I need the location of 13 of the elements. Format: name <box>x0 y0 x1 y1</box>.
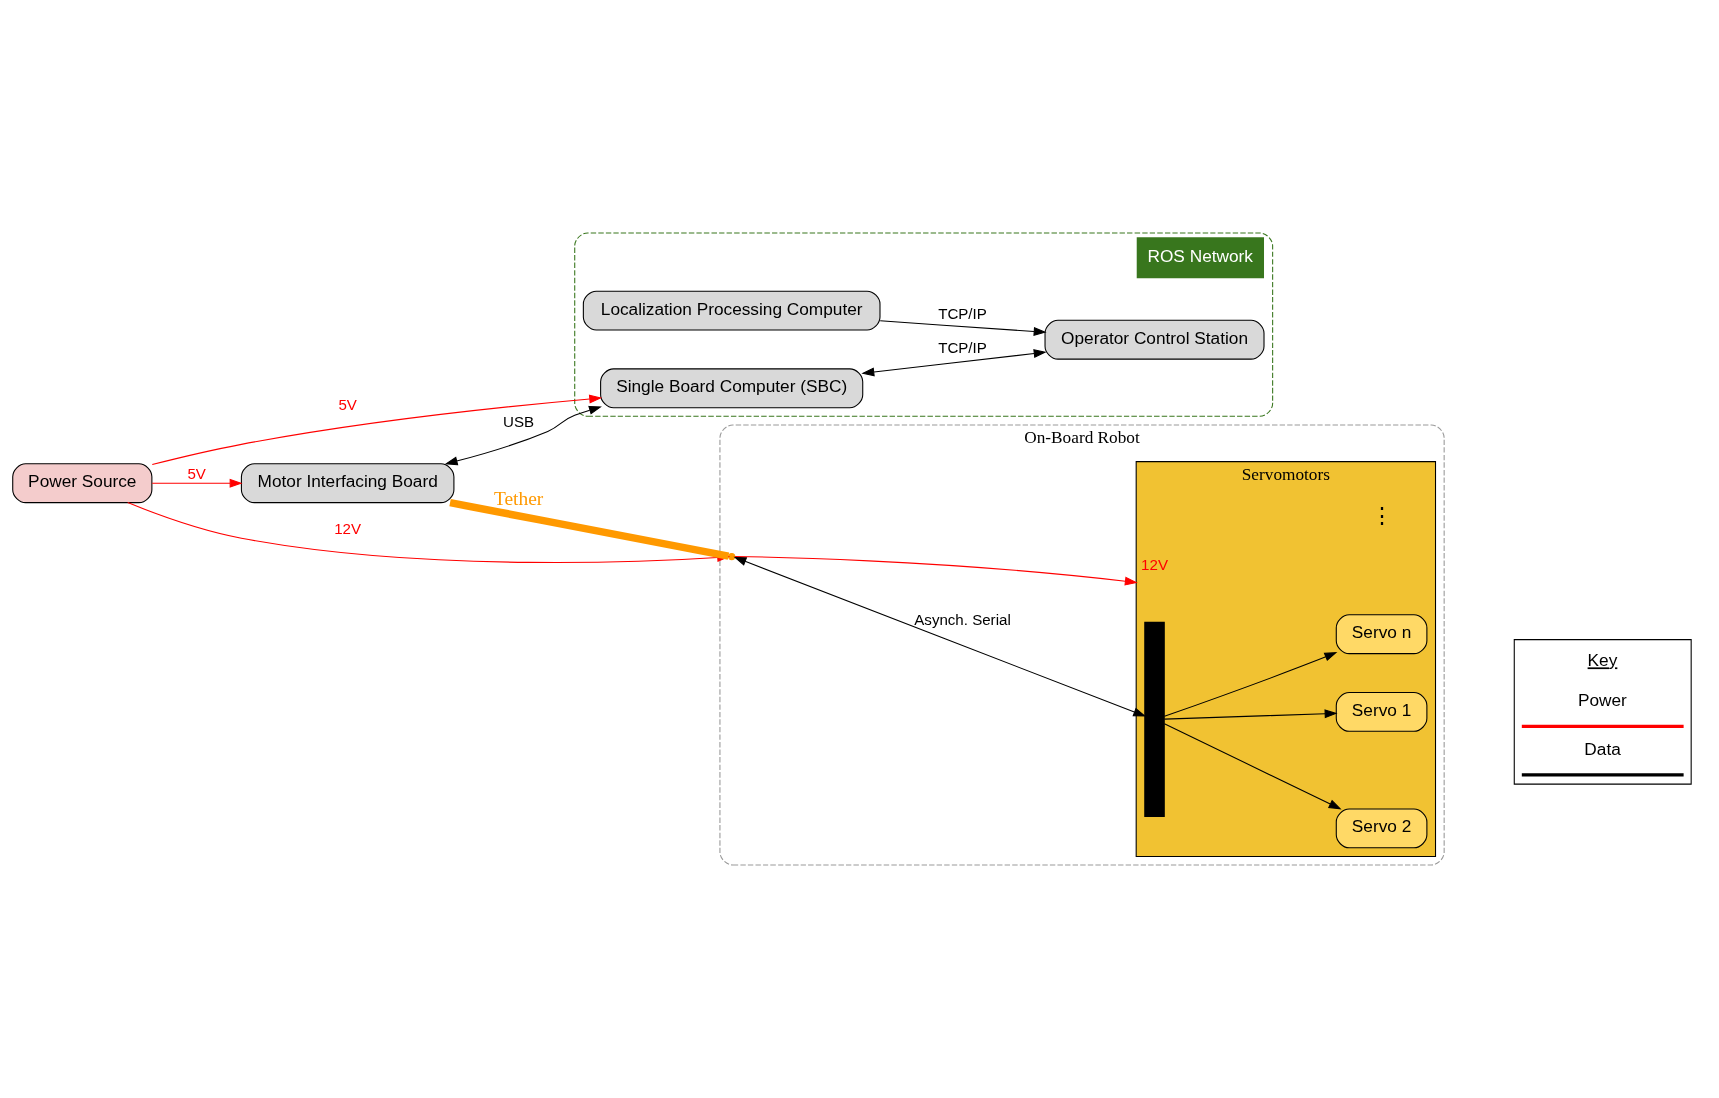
edge-label: 5V <box>187 465 206 483</box>
edge-label: Tether <box>493 488 544 510</box>
label: Key <box>1587 650 1618 671</box>
edge-label: TCP/IP <box>938 338 987 356</box>
legend-label: Power <box>1577 690 1627 711</box>
edge-label: Asynch. Serial <box>914 610 1011 628</box>
edge-label: 12V <box>334 520 362 538</box>
edge-label: USB <box>503 413 535 431</box>
edge-label: 12V <box>1141 555 1168 573</box>
edge-label: TCP/IP <box>938 305 987 323</box>
legend-label: Data <box>1584 738 1621 759</box>
label: ⋮ <box>1370 503 1393 529</box>
edge-label: 5V <box>338 396 357 414</box>
